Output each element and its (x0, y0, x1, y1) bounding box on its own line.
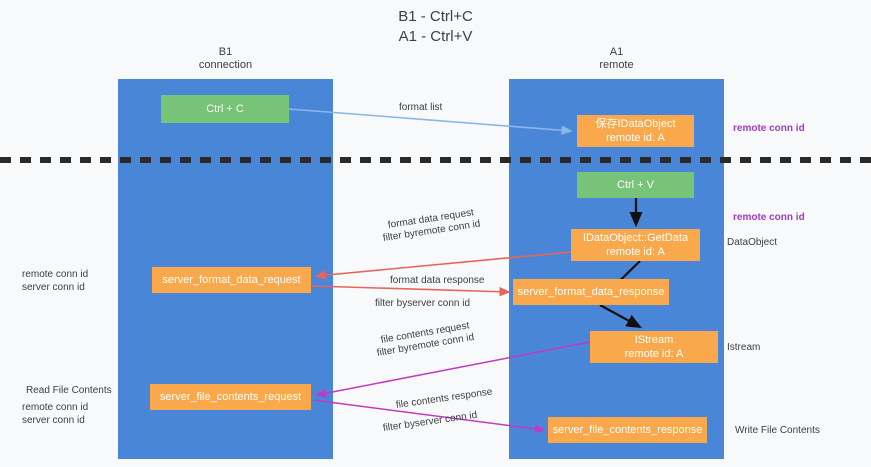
edge-label-format-list: format list (399, 102, 443, 113)
lane-b1-subtitle: connection (198, 59, 253, 71)
node-server-format-data-response-label: server_format_data_response (517, 286, 665, 298)
node-ctrl-v[interactable]: Ctrl + V (577, 172, 694, 198)
node-istream-line1: IStream (634, 334, 674, 346)
node-ctrl-c[interactable]: Ctrl + C (161, 95, 289, 123)
lane-header-a1: A1 remote (509, 46, 724, 72)
title-line-2: A1 - Ctrl+V (398, 28, 473, 45)
node-get-data[interactable]: IDataObject::GetData remote id: A (571, 229, 700, 261)
node-ctrl-v-label: Ctrl + V (617, 179, 654, 191)
node-server-file-contents-request[interactable]: server_file_contents_request (150, 384, 311, 410)
node-istream[interactable]: IStream remote id: A (590, 331, 718, 363)
node-server-format-data-request-label: server_format_data_request (162, 274, 301, 286)
node-get-data-line1: IDataObject::GetData (582, 232, 689, 244)
node-server-file-contents-request-label: server_file_contents_request (159, 391, 302, 403)
lane-b1-name: B1 (218, 46, 233, 58)
lane-a1-name: A1 (609, 46, 624, 58)
arrow-file-contents-request (315, 341, 591, 398)
page-title: B1 - Ctrl+C A1 - Ctrl+V (0, 7, 871, 47)
lane-header-b1: B1 connection (118, 46, 333, 72)
edge-label-format-data-response-filter: filter by server conn id (375, 297, 470, 310)
title-line-1: B1 - Ctrl+C (398, 8, 473, 25)
node-data-object[interactable]: 保存IDataObject remote id: A (577, 115, 694, 147)
arrow-format-list (288, 108, 573, 136)
lane-a1-subtitle: remote (599, 59, 634, 71)
arrow-format-data-request (314, 251, 572, 280)
edge-label-format-data-response: format data response (390, 275, 485, 286)
annotation-left-remote-conn-id-2: remote conn id (22, 402, 89, 413)
node-ctrl-c-label: Ctrl + C (206, 103, 244, 115)
annotation-remote-conn-id-top: remote conn id (733, 123, 805, 134)
node-server-file-contents-response-label: server_file_contents_response (552, 424, 703, 436)
node-istream-line2: remote id: A (624, 348, 684, 360)
arrow-file-contents-response (312, 399, 546, 434)
node-server-file-contents-response[interactable]: server_file_contents_response (548, 417, 707, 443)
arrow-response-istream (599, 304, 642, 329)
filter-prefix: filter by (375, 298, 408, 309)
annotation-read-file-contents: Read File Contents (26, 385, 112, 396)
annotation-left-conn-ids-top: remote conn id server conn id (22, 268, 88, 294)
annotation-remote-conn-id-mid: remote conn id (733, 212, 805, 223)
annotation-data-object: DataObject (727, 237, 778, 248)
arrow-format-data-response (311, 285, 511, 297)
node-get-data-line2: remote id: A (606, 246, 665, 258)
annotation-left-server-conn-id-2: server conn id (22, 415, 85, 426)
node-data-object-line2: remote id: A (606, 132, 665, 144)
annotation-left-conn-ids-bottom: remote conn id server conn id (22, 401, 88, 427)
node-server-format-data-request[interactable]: server_format_data_request (152, 267, 311, 293)
annotation-left-server-conn-id-1: server conn id (22, 282, 85, 293)
annotation-write-file-contents: Write File Contents (735, 425, 820, 436)
annotation-istream: Istream (727, 342, 761, 353)
dashed-divider (0, 157, 871, 163)
node-server-format-data-response[interactable]: server_format_data_response (513, 279, 669, 305)
filter-key-server-conn-id: server conn id (407, 298, 471, 309)
node-data-object-line1: 保存IDataObject (595, 118, 676, 130)
annotation-left-remote-conn-id-1: remote conn id (22, 269, 89, 280)
